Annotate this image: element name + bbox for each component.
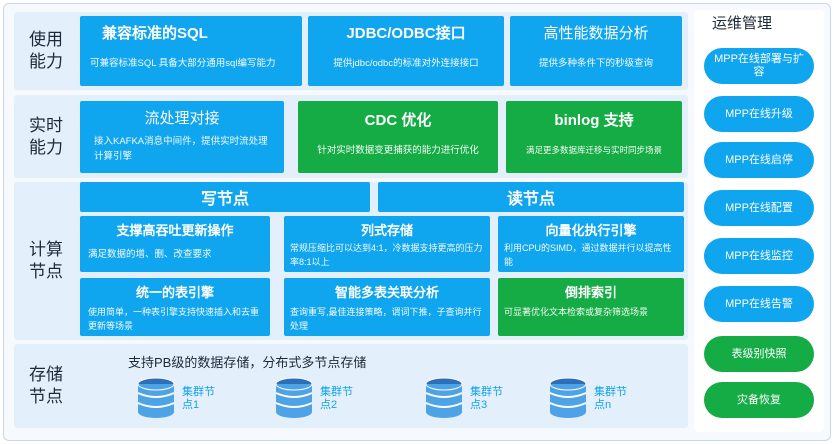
usage-label: 使用 能力 (29, 30, 63, 71)
card-title: CDC 优化 (364, 112, 432, 129)
card-title: 列式存储 (360, 223, 413, 238)
card-title: binlog 支持 (554, 112, 634, 129)
card-title: 倒排索引 (564, 285, 617, 300)
database-icon (549, 377, 587, 418)
write-node-header: 写节点 (80, 182, 370, 212)
cdc-card: CDC 优化 针对实时数据变更捕获的能力进行优化 (298, 101, 498, 173)
ops-title: 运维管理 (712, 15, 773, 32)
card-title: 向量化执行引擎 (545, 223, 637, 238)
cluster-node-n: 集群节点n (546, 376, 632, 422)
storage-label: 存储 节点 (29, 365, 63, 406)
table-engine-card: 统一的表引擎 使用简单，一种表引擎支持快速插入和去重更新等场景 (80, 278, 270, 336)
cluster-node-2: 集群节点2 (272, 376, 358, 422)
sql-compat-card: 兼容标准的SQL 可兼容标准SQL 具备大部分通用sql编写能力 (80, 16, 302, 86)
card-desc: 使用简单，一种表引擎支持快速插入和去重更新等场景 (88, 307, 260, 331)
card-title: 流处理对接 (144, 110, 220, 127)
realtime-label: 实时 能力 (29, 115, 63, 157)
compute-band: 计算 节点 写节点 读节点 支撑高吞吐更新操作 满足数据的增、删、改查要求 列式… (14, 182, 688, 340)
ops-item-7[interactable]: 表级别快照 (704, 336, 814, 372)
cluster-node-label: 集群节点n (594, 386, 627, 411)
compute-label: 计算 节点 (29, 240, 63, 281)
card-title: 兼容标准的SQL (102, 25, 208, 42)
jdbc-odbc-card: JDBC/ODBC接口 提供jdbc/odbc的标准对外连接接口 (308, 16, 504, 86)
realtime-band: 实时 能力 流处理对接 接入KAFKA消息中间件，提供实时流处理计算引擎 CDC… (14, 95, 688, 178)
cluster-node-3: 集群节点3 (422, 376, 508, 422)
card-desc: 查询重写,最佳连接策略，谓词下推，子查询并行处理 (290, 307, 482, 331)
read-node-header: 读节点 (378, 182, 684, 212)
cluster-node-label: 集群节点1 (182, 386, 215, 411)
ops-item-3[interactable]: MPP在线启停 (704, 142, 814, 178)
card-desc: 接入KAFKA消息中间件，提供实时流处理计算引擎 (94, 136, 268, 162)
card-desc: 提供多种条件下的秒级查询 (538, 58, 653, 69)
ops-item-2[interactable]: MPP在线升级 (704, 96, 814, 132)
vector-engine-card: 向量化执行引擎 利用CPU的SIMD，通过数据并行以提高性能 (498, 216, 684, 272)
card-title: 统一的表引擎 (135, 285, 214, 300)
database-icon (137, 377, 175, 418)
database-icon (425, 377, 463, 418)
card-desc: 满足更多数据库迁移与实时同步场景 (525, 145, 662, 155)
database-icon (275, 377, 313, 418)
analytics-card: 高性能数据分析 提供多种条件下的秒级查询 (510, 16, 682, 86)
cluster-node-1: 集群节点1 (134, 376, 220, 422)
card-desc: 可显著优化文本检索或复杂筛选场景 (504, 307, 649, 317)
storage-description: 支持PB级的数据存储，分布式多节点存储 (128, 355, 367, 370)
cluster-node-label: 集群节点2 (320, 386, 353, 411)
card-desc: 满足数据的增、删、改查要求 (88, 249, 212, 260)
card-title: 支撑高吞吐更新操作 (116, 223, 234, 238)
columnar-storage-card: 列式存储 常规压缩比可以达到4:1，冷数据支持更高的压力率8:1以上 (284, 216, 490, 272)
ops-item-6[interactable]: MPP在线告警 (704, 286, 814, 322)
stream-card: 流处理对接 接入KAFKA消息中间件，提供实时流处理计算引擎 (80, 101, 284, 173)
ops-item-1[interactable]: MPP在线部署与扩容 (704, 48, 814, 84)
card-desc: 常规压缩比可以达到4:1，冷数据支持更高的压力率8:1以上 (290, 243, 483, 267)
card-desc: 提供jdbc/odbc的标准对外连接接口 (333, 58, 479, 69)
card-title: 智能多表关联分析 (334, 285, 439, 300)
usage-band: 使用 能力 兼容标准的SQL 可兼容标准SQL 具备大部分通用sql编写能力 J… (14, 12, 688, 90)
card-desc: 可兼容标准SQL 具备大部分通用sql编写能力 (90, 58, 276, 69)
binlog-card: binlog 支持 满足更多数据库迁移与实时同步场景 (506, 101, 682, 173)
card-desc: 利用CPU的SIMD，通过数据并行以提高性能 (504, 243, 672, 267)
card-title: 高性能数据分析 (543, 25, 649, 42)
ops-item-8[interactable]: 灾备恢复 (704, 382, 814, 418)
high-throughput-card: 支撑高吞吐更新操作 满足数据的增、删、改查要求 (80, 216, 270, 272)
card-title: JDBC/ODBC接口 (346, 25, 466, 42)
ops-item-5[interactable]: MPP在线监控 (704, 238, 814, 274)
inverted-index-card: 倒排索引 可显著优化文本检索或复杂筛选场景 (498, 278, 684, 336)
cluster-node-label: 集群节点3 (470, 386, 503, 411)
ops-item-4[interactable]: MPP在线配置 (704, 190, 814, 226)
multi-table-join-card: 智能多表关联分析 查询重写,最佳连接策略，谓词下推，子查询并行处理 (284, 278, 490, 336)
card-desc: 针对实时数据变更捕获的能力进行优化 (317, 145, 479, 156)
